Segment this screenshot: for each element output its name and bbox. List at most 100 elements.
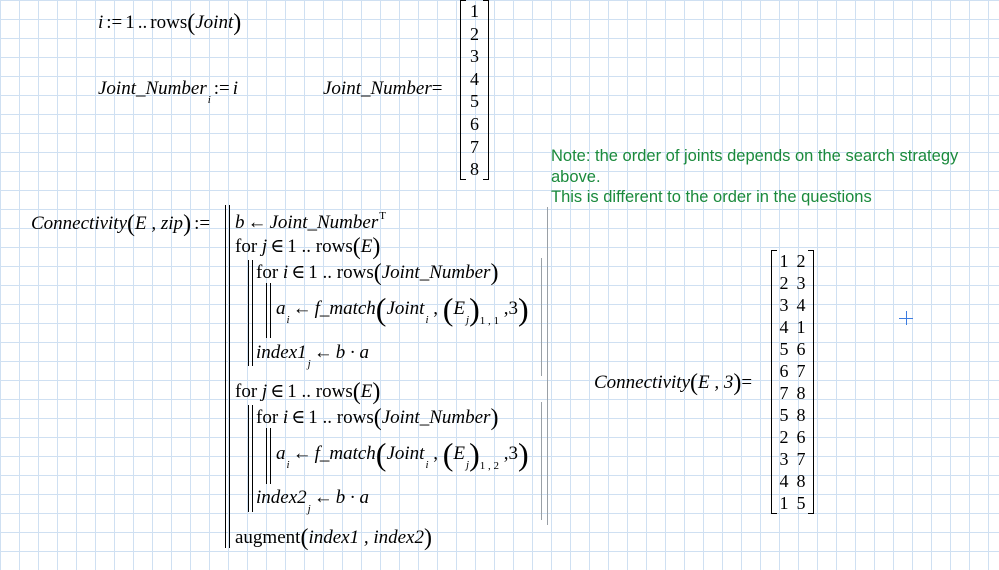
loop1-for-j[interactable]: for j∈1 .. rows(E)	[235, 234, 381, 260]
range-arg: Joint	[195, 12, 234, 33]
joint-number-definition[interactable]: Joint_Numberi:=i	[98, 78, 239, 106]
assign-operator: :=	[106, 12, 123, 33]
matrix-cell: 1	[779, 493, 789, 513]
matrix-cell: 6	[779, 361, 789, 381]
joint-number-subscript: i	[207, 94, 211, 106]
program-bar-guide	[547, 207, 548, 525]
matrix-cell: 2	[779, 427, 789, 447]
matrix-cell: 2	[779, 273, 789, 293]
range-dots: ..	[137, 12, 148, 33]
matrix-cell: 1	[779, 251, 789, 271]
assign-operator: :=	[213, 78, 230, 99]
equals-sign: =	[431, 78, 443, 99]
equals-sign: =	[741, 372, 753, 393]
joint-number-evaluation[interactable]: Joint_Number=	[323, 79, 442, 98]
note-line: Note: the order of joints depends on the…	[551, 147, 959, 165]
joint-number-value: i	[232, 78, 239, 99]
note-line: above.	[551, 167, 601, 186]
loop1-assign-a[interactable]: ai←f_match(Jointi , (Ej)1 , 1 ,3)	[276, 291, 529, 327]
matrix-cell: 5	[779, 405, 789, 425]
loop2-bar	[248, 405, 249, 512]
note-line: This is different to the order in the qu…	[551, 188, 872, 206]
matrix-cell: 2	[796, 251, 806, 271]
matrix-cell: 4	[796, 295, 806, 315]
matrix-cell: 8	[796, 471, 806, 491]
matrix-cell: 3	[796, 273, 806, 293]
loop1-bar-2	[252, 260, 253, 366]
matrix-cell: 5	[779, 339, 789, 359]
matrix-cell: 6	[796, 339, 806, 359]
matrix-bracket-right	[808, 250, 814, 514]
matrix-cell: 3	[470, 46, 479, 67]
loop2-for-j[interactable]: for j∈1 .. rows(E)	[235, 379, 381, 405]
matrix-cell: 1	[470, 1, 479, 21]
program-line-b[interactable]: b←Joint_NumberT	[235, 210, 386, 233]
matrix-cell: 4	[779, 471, 789, 491]
loop1-for-i[interactable]: for i∈1 .. rows(Joint_Number)	[256, 260, 499, 286]
connectivity-eval-name: Connectivity	[594, 372, 691, 393]
matrix-cell: 4	[470, 68, 479, 89]
loop1-inner-bar	[266, 283, 267, 338]
loop2-inner-bar-2	[270, 428, 271, 484]
matrix-cell: 1	[796, 317, 806, 337]
crosshair-cursor-icon-h	[899, 318, 913, 319]
matrix-cell: 5	[796, 493, 806, 513]
range-definition[interactable]: i:=1..rows(Joint)	[98, 10, 242, 36]
connectivity-eval-args: E , 3	[698, 372, 734, 393]
matrix-cell: 6	[796, 427, 806, 447]
matrix-cell: 5	[470, 91, 479, 112]
matrix-cell: 3	[779, 295, 789, 315]
loop2-bar-2	[252, 405, 253, 512]
matrix-cell: 6	[470, 113, 479, 134]
loop1-bar	[248, 260, 249, 366]
matrix-cell: 8	[796, 405, 806, 425]
function-params: E , zip	[135, 213, 184, 234]
note-text[interactable]: Note: the order of joints depends on the…	[551, 146, 996, 208]
loop2-index-line[interactable]: index2j←b · a	[256, 487, 369, 515]
loop2-assign-a[interactable]: ai←f_match(Jointi , (Ej)1 , 2 ,3)	[276, 436, 529, 472]
loop1-index-line[interactable]: index1j←b · a	[256, 342, 369, 370]
connectivity-evaluation[interactable]: Connectivity(E , 3)=	[594, 370, 753, 396]
matrix-cell: 4	[779, 317, 789, 337]
matrix-cell: 8	[796, 383, 806, 403]
range-start: 1	[125, 12, 135, 33]
program-bar-guide-3	[541, 402, 542, 520]
program-bar-guide-2	[541, 258, 542, 376]
assign-operator: :=	[194, 213, 211, 234]
matrix-cell: 7	[796, 361, 806, 381]
rows-function: rows	[150, 12, 188, 33]
loop1-inner-bar-2	[270, 283, 271, 338]
range-var: i	[98, 12, 104, 33]
matrix-bracket-left	[460, 0, 466, 180]
loop2-inner-bar	[266, 428, 267, 484]
matrix-cell: 7	[470, 136, 479, 157]
matrix-bracket-right	[483, 0, 489, 180]
matrix-cell: 8	[470, 159, 479, 180]
loop2-for-i[interactable]: for i∈1 .. rows(Joint_Number)	[256, 405, 499, 431]
matrix-bracket-left	[771, 250, 777, 514]
matrix-cell: 3	[779, 449, 789, 469]
augment-line[interactable]: augment(index1 , index2)	[235, 525, 432, 551]
connectivity-definition-header[interactable]: Connectivity(E , zip):=	[31, 211, 211, 237]
program-bar-outer	[225, 205, 226, 548]
matrix-cell: 7	[779, 383, 789, 403]
joint-number-eval-name: Joint_Number	[323, 78, 432, 99]
function-name: Connectivity	[31, 213, 128, 234]
program-bar-outer-2	[229, 205, 230, 548]
joint-number-name: Joint_Number	[98, 78, 207, 99]
matrix-cell: 2	[470, 23, 479, 44]
